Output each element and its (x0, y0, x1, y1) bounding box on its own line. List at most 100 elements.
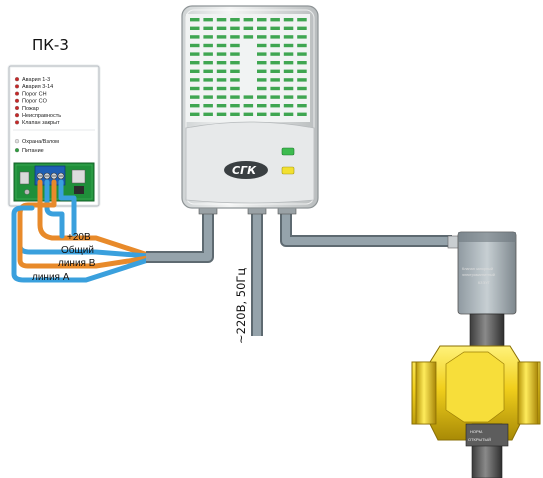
vent-slot (297, 112, 307, 116)
vent-slot (257, 104, 267, 108)
wire-line-a (11, 179, 151, 283)
vent-slot (203, 69, 213, 73)
brand-logo-text: СГК (232, 164, 257, 177)
vent-slot (216, 43, 227, 48)
vent-slot (190, 52, 200, 56)
vent-slot (230, 95, 240, 99)
vent-slot (283, 78, 294, 82)
wire-label-common: Общий (61, 244, 94, 256)
vent-slot (203, 35, 213, 39)
vent-slot (283, 104, 294, 108)
valve-cable (280, 212, 452, 247)
vent-slot (297, 18, 307, 22)
brand-logo: СГК (224, 161, 268, 179)
indicator-0-label: Авария 1-3 (22, 77, 50, 83)
vent-slot (203, 86, 213, 91)
vent-slot (257, 43, 267, 48)
vent-slot (257, 78, 267, 82)
vent-slot (270, 95, 280, 99)
vent-slot (203, 61, 213, 65)
vent-slot (230, 35, 240, 39)
status-led-green (281, 147, 295, 156)
indicator-6-label: Клапан закрыт (22, 120, 60, 126)
vent-slot (283, 86, 294, 91)
wire-plus20 (37, 179, 151, 258)
status-0-label: Охрана/Взлом (22, 139, 59, 145)
vent-slot (270, 69, 280, 73)
valve-label-2: электромагнитный (462, 273, 495, 277)
vent-slot (230, 86, 240, 91)
vent-slot (190, 26, 200, 30)
vent-slot (243, 18, 254, 22)
valve-body-text-2: ОТКРЫТЫЙ (468, 437, 491, 442)
wire-line-b (17, 179, 151, 269)
vent-slot (257, 112, 267, 116)
status-1-led (14, 148, 20, 153)
vent-slot (270, 78, 280, 82)
vent-slot (257, 95, 267, 99)
indicator-2-led (14, 91, 20, 96)
vent-slot (190, 69, 200, 73)
vent-slot (203, 43, 213, 48)
wire-label-line-a: линия А (32, 272, 70, 283)
vent-slot (243, 104, 254, 108)
vent-slot (270, 112, 280, 116)
vent-slot (190, 112, 200, 116)
vent-slot (257, 35, 267, 39)
vent-slot (216, 112, 227, 116)
vent-slot (283, 26, 294, 30)
vent-slot (270, 61, 280, 65)
vent-slot (243, 95, 254, 99)
cables (146, 212, 452, 336)
vent-slot (216, 78, 227, 82)
vent-slot (190, 104, 200, 108)
vent-slot (297, 104, 307, 108)
indicator-5-label: Неисправность (22, 113, 61, 119)
vent-slot (203, 112, 213, 116)
vent-slot (230, 26, 240, 30)
signal-cable (146, 212, 214, 263)
power-label: ~220В, 50Гц (234, 268, 248, 344)
vent-slot (216, 95, 227, 99)
vent-slot (230, 18, 240, 22)
vent-slot (283, 43, 294, 48)
vent-slot (257, 52, 267, 56)
vent-slot (203, 18, 213, 22)
vent-slot (270, 43, 280, 48)
vent-slot (257, 69, 267, 73)
valve-label-3: КЗЭУГ (478, 281, 490, 285)
vent-slot (297, 61, 307, 65)
vent-slot (257, 61, 267, 65)
vent-slot (243, 35, 254, 39)
vent-slot (243, 26, 254, 30)
vent-slot (297, 35, 307, 39)
signal-wires (11, 179, 151, 283)
vent-slot (216, 52, 227, 56)
vent-slot (297, 86, 307, 91)
vent-slot (283, 52, 294, 56)
vent-slot (190, 18, 200, 22)
controller-title: ПК-3 (32, 36, 69, 54)
vent-slot (283, 95, 294, 99)
indicator-3-led (14, 98, 20, 103)
indicator-6-led (14, 120, 20, 125)
vent-slot (283, 112, 294, 116)
solenoid-valve: Клапан запорный электромагнитный КЗЭУГ Н… (411, 231, 541, 478)
vent-slot (230, 78, 240, 82)
vent-slot (190, 78, 200, 82)
indicator-4-led (14, 105, 20, 111)
indicator-2-label: Порог CH (22, 91, 47, 97)
vent-slot (283, 69, 294, 73)
vent-slot (216, 104, 227, 108)
vent-slot (203, 95, 213, 99)
vent-slot (270, 86, 280, 91)
indicator-5-led (14, 113, 20, 118)
vent-slot (230, 104, 240, 108)
terminal-screws (36, 172, 65, 180)
status-led-yellow (281, 166, 295, 175)
vent-slot (283, 35, 294, 39)
valve-label-1: Клапан запорный (462, 267, 493, 271)
